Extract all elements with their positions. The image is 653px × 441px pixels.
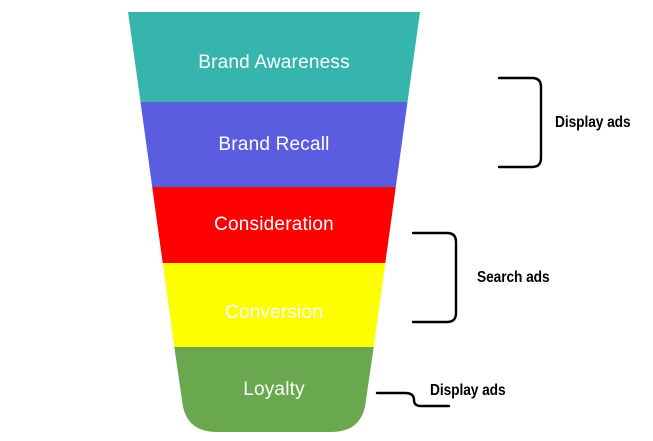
funnel-segment-brand-recall[interactable]: [140, 102, 408, 187]
funnel-segments: [128, 12, 420, 432]
annotation-label-search-ads: Search ads: [477, 269, 550, 286]
annotation-label-display-ads-bottom: Display ads: [430, 382, 506, 399]
leader-line-display-ads-bottom: [375, 391, 451, 408]
funnel-segment-brand-awareness[interactable]: [128, 12, 420, 102]
funnel-segment-conversion[interactable]: [162, 263, 386, 347]
bracket-display-ads-top: [497, 76, 543, 169]
funnel-segment-loyalty[interactable]: [174, 347, 374, 432]
annotation-label-display-ads-top: Display ads: [555, 114, 631, 131]
bracket-search-ads: [411, 231, 458, 324]
funnel-segment-consideration[interactable]: [152, 187, 396, 263]
